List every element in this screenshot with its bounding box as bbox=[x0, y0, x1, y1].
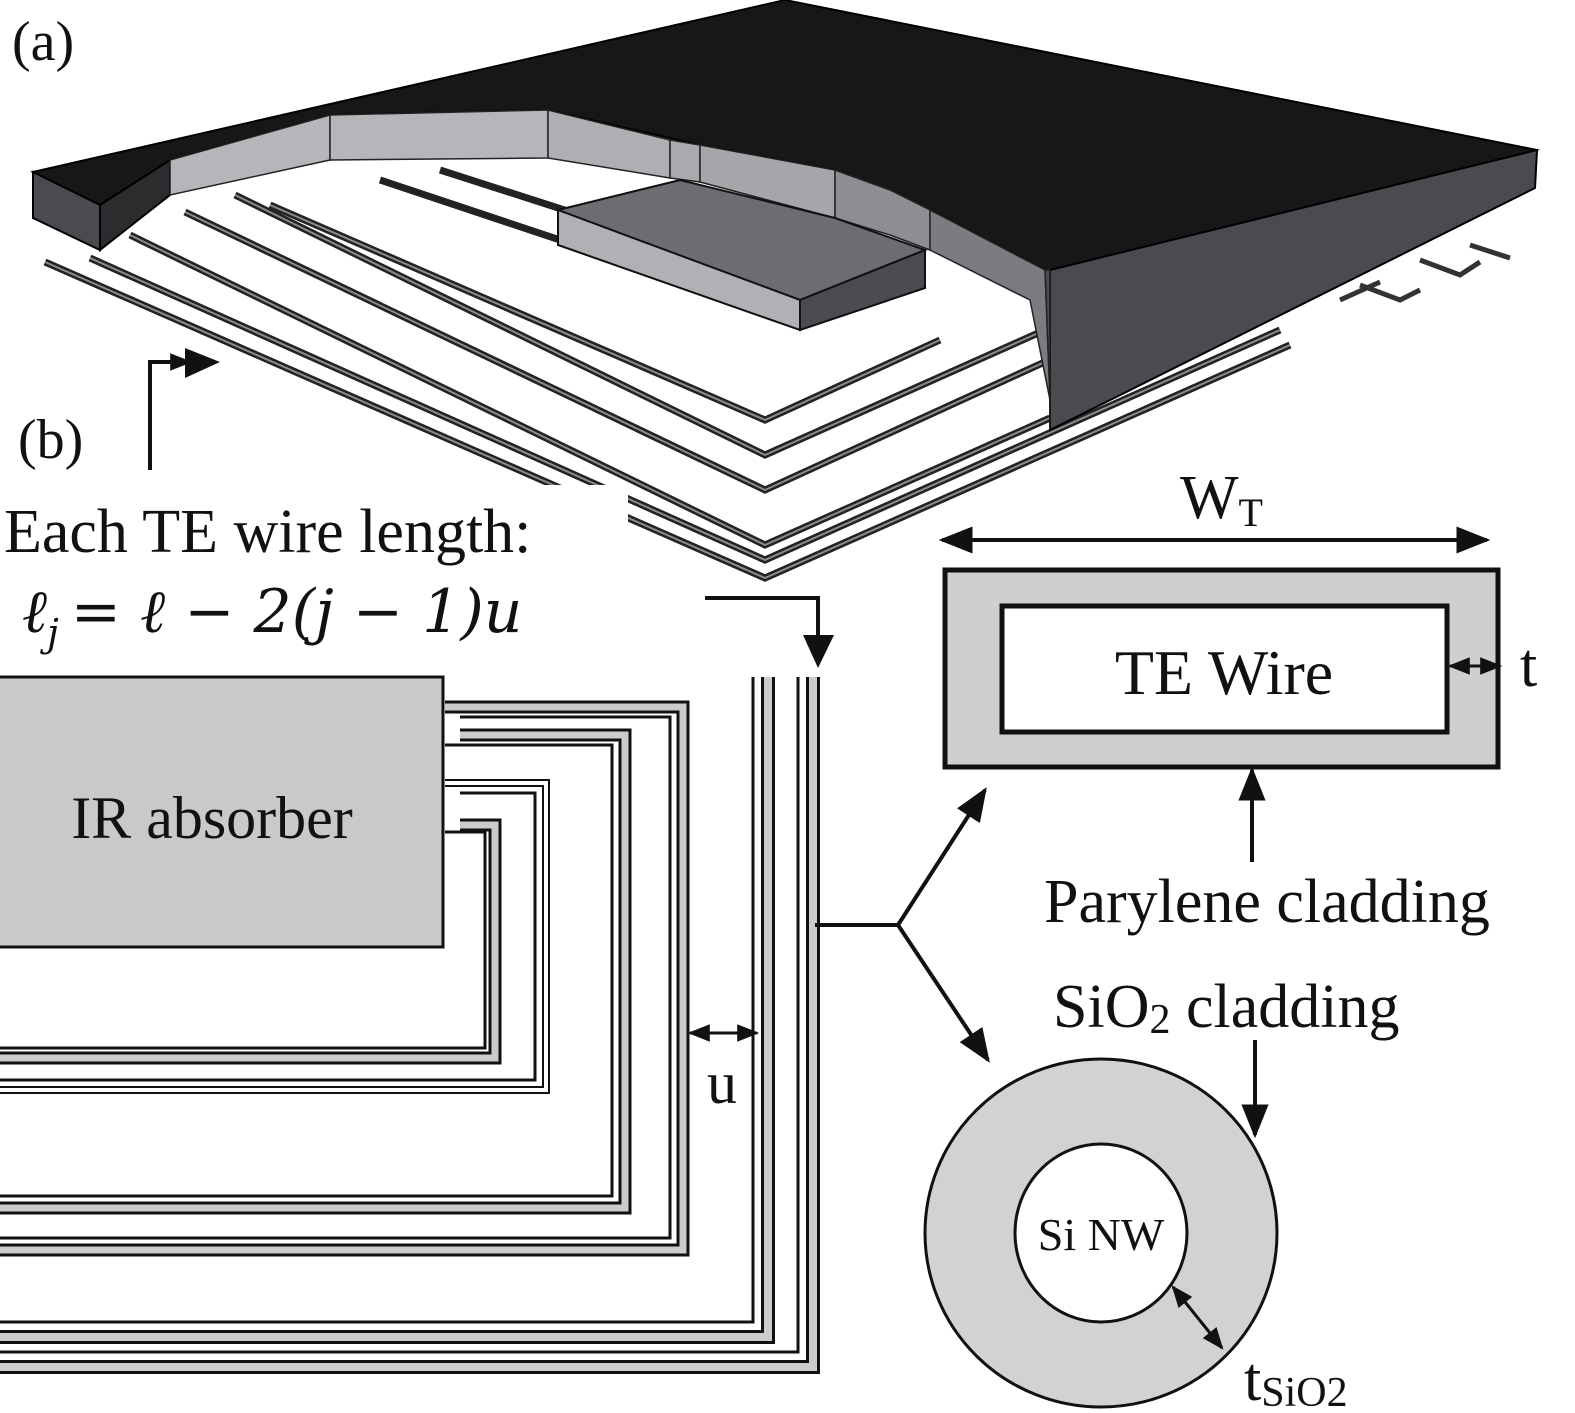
width-wt-label: WT bbox=[1180, 464, 1263, 535]
rect-cross-section: WT TE Wire t Parylene cladding bbox=[938, 464, 1537, 936]
panel-b-label: (b) bbox=[18, 409, 83, 471]
3d-wire-7 bbox=[378, 176, 562, 244]
tsio2-label: tSiO2 bbox=[1244, 1346, 1348, 1413]
wire-length-formula: ℓj= ℓ − 2(j − 1)u bbox=[22, 577, 522, 655]
tsio2-arrow bbox=[1171, 1285, 1224, 1350]
panel-a-3d-view: (a) bbox=[12, 0, 1541, 582]
3d-ir-absorber bbox=[557, 178, 928, 332]
3d-cutout-walls bbox=[169, 109, 1051, 430]
cut-arrow-left-head bbox=[185, 348, 220, 378]
tsio2-main: t bbox=[1244, 1346, 1261, 1413]
spacing-u-label: u bbox=[707, 1050, 737, 1116]
sio2-post: cladding bbox=[1170, 973, 1399, 1041]
sio2-pre: SiO bbox=[1053, 973, 1149, 1041]
plan-wire-outer bbox=[0, 677, 820, 1374]
plan-wire-2 bbox=[0, 700, 690, 1257]
section-cut-arrows bbox=[148, 348, 834, 668]
round-cross-section: SiO2 cladding Si NW tSiO2 bbox=[923, 973, 1399, 1413]
cut-arrow-right-head bbox=[803, 635, 834, 668]
3d-te-wires bbox=[43, 166, 1511, 582]
cut-arrow-right bbox=[705, 596, 820, 640]
cross-section-callout bbox=[815, 787, 990, 1063]
panel-b-top-view: IR absorber Each TE wire length: ℓj= ℓ −… bbox=[0, 485, 820, 1374]
si-nw-label: Si NW bbox=[1038, 1209, 1165, 1260]
si-nanowire-core bbox=[1013, 1142, 1189, 1324]
plan-te-wires bbox=[0, 677, 820, 1374]
plan-wire-4 bbox=[0, 779, 550, 1094]
te-wire-core bbox=[999, 603, 1450, 735]
plan-wire-3 bbox=[0, 728, 632, 1215]
te-wire-label: TE Wire bbox=[1115, 637, 1333, 708]
3d-wire-8 bbox=[438, 166, 582, 219]
cut-arrow-left bbox=[148, 353, 193, 470]
plan-wire-5 bbox=[0, 818, 502, 1065]
panel-a-label: (a) bbox=[12, 11, 74, 73]
sio2-cladding-label: SiO2 cladding bbox=[1053, 973, 1399, 1043]
wire-length-caption: Each TE wire length: bbox=[4, 498, 531, 566]
ir-absorber-label: IR absorber bbox=[71, 785, 353, 851]
width-wt-sub: T bbox=[1239, 490, 1263, 535]
parylene-cladding-label: Parylene cladding bbox=[1044, 868, 1490, 936]
formula-lhs-symbol: ℓ bbox=[22, 577, 47, 647]
plan-ir-absorber bbox=[0, 675, 445, 949]
thickness-t-label: t bbox=[1520, 632, 1537, 700]
sio2-sub: 2 bbox=[1149, 997, 1170, 1043]
tsio2-sub: SiO2 bbox=[1261, 1370, 1347, 1413]
formula-rhs: = ℓ − 2(j − 1)u bbox=[71, 577, 523, 647]
width-wt-main: W bbox=[1180, 464, 1239, 532]
